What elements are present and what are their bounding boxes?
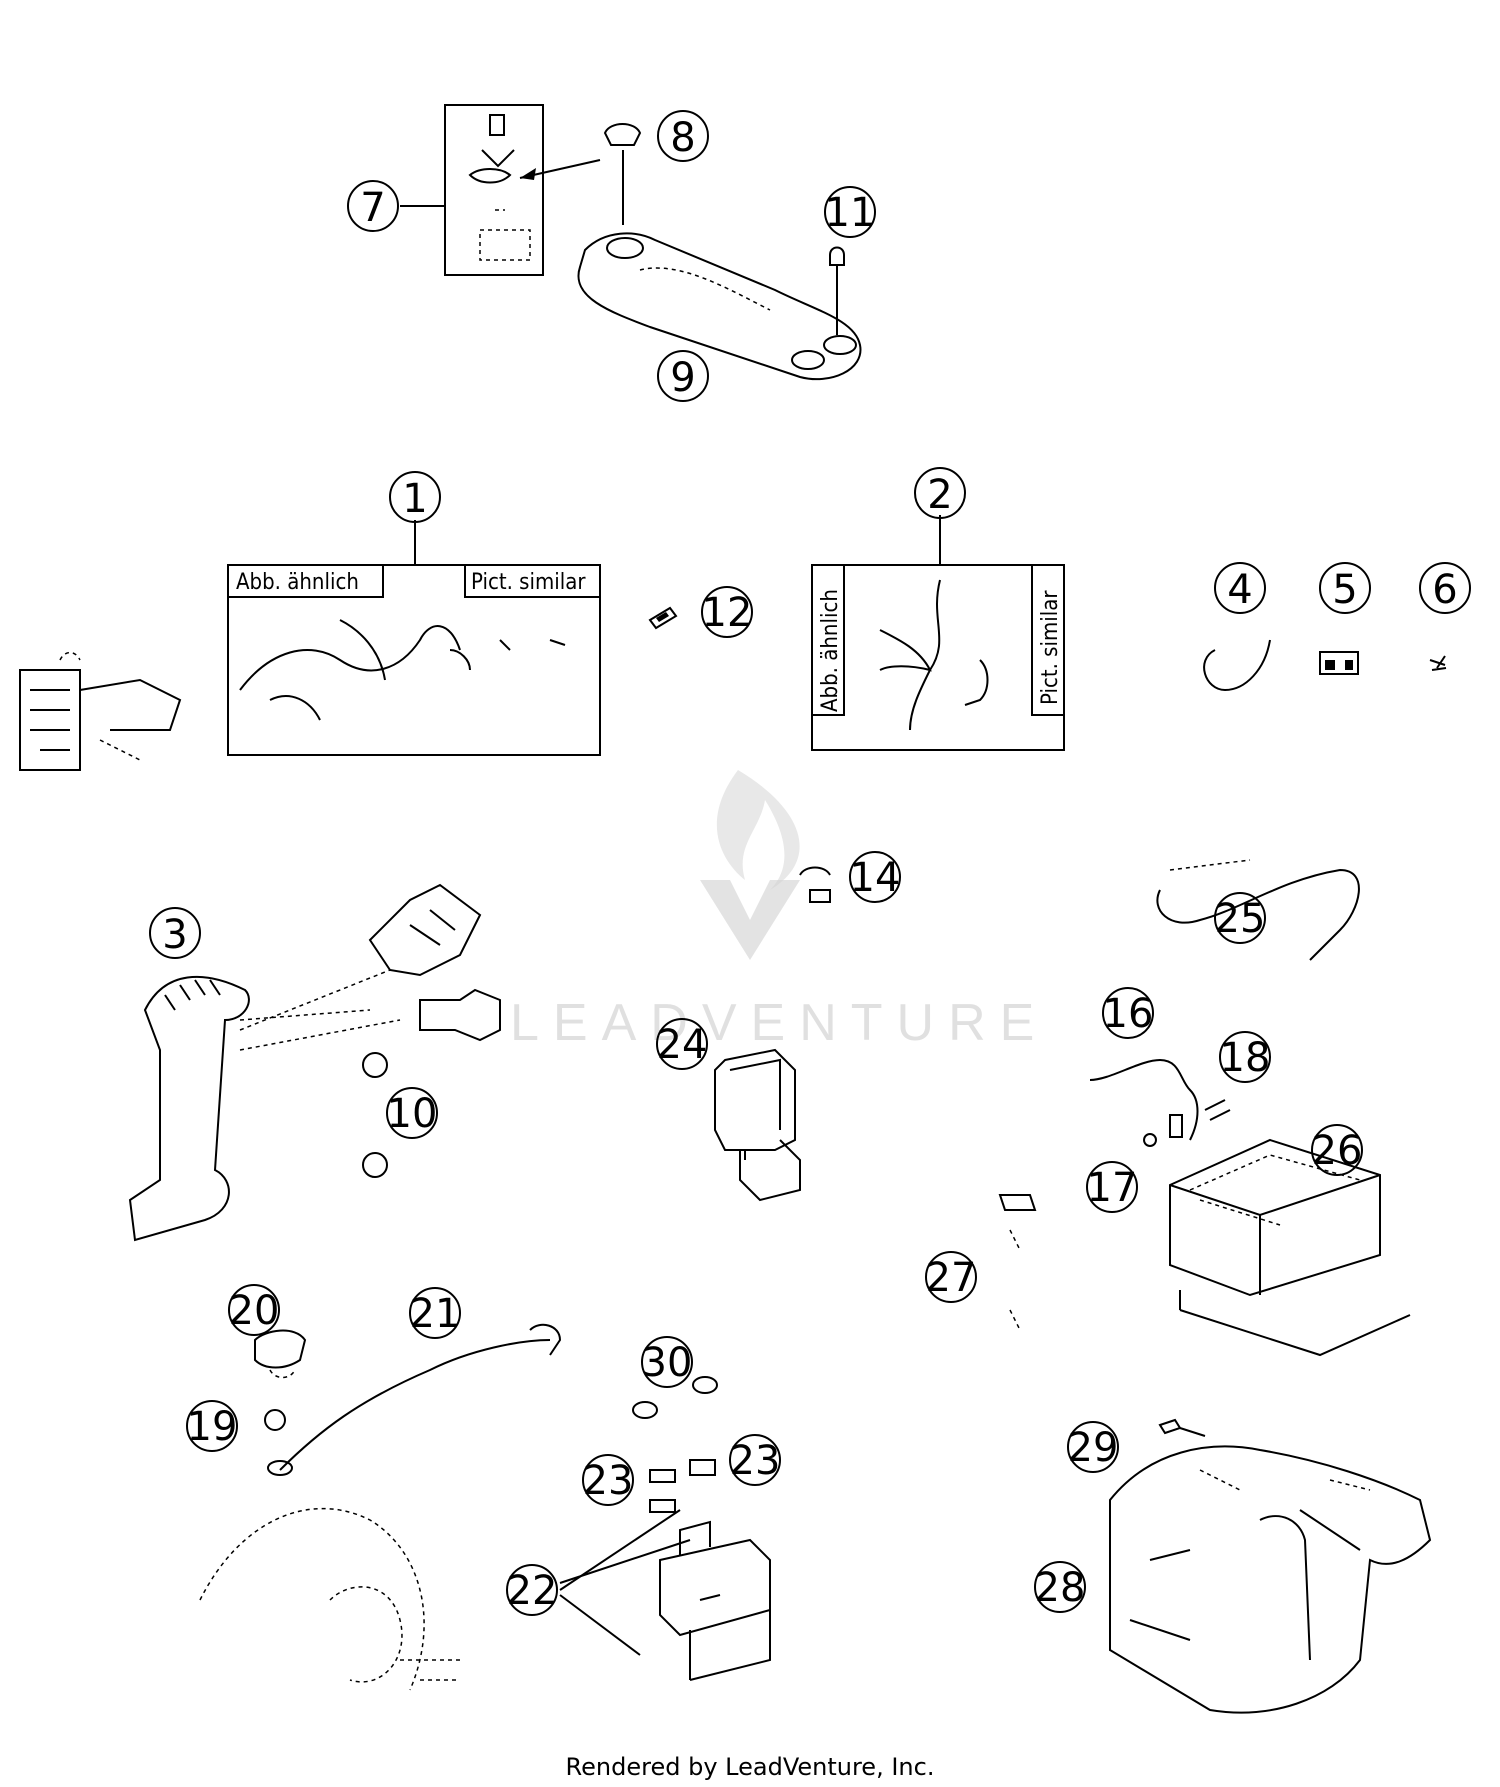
part-29-bolt — [1158, 1418, 1206, 1437]
svg-text:12: 12 — [702, 590, 753, 636]
part-7-kit — [400, 104, 601, 276]
callout-24: 24 — [656, 1018, 708, 1070]
svg-text:30: 30 — [642, 1340, 693, 1386]
callout-23-right: 23 — [729, 1434, 781, 1486]
callout-10: 10 — [386, 1087, 438, 1139]
callout-14: 14 — [849, 851, 901, 903]
svg-text:9: 9 — [670, 355, 695, 401]
part-5-clip — [1319, 651, 1359, 675]
part-20-terminal-cover — [254, 1329, 307, 1379]
box1-left-label: Abb. ähnlich — [236, 570, 359, 595]
svg-text:11: 11 — [825, 190, 876, 236]
callout-17: 17 — [1086, 1161, 1138, 1213]
callout-19: 19 — [186, 1400, 238, 1452]
callout-1: 1 — [389, 471, 441, 523]
callout-11: 11 — [824, 186, 876, 238]
part-22-fuse-box — [559, 1509, 771, 1681]
callout-9: 9 — [657, 350, 709, 402]
watermark-text: LEADVENTURE — [510, 994, 1048, 1052]
part-14-fuse-clip — [799, 866, 831, 903]
svg-text:28: 28 — [1035, 1565, 1086, 1611]
svg-text:21: 21 — [410, 1291, 461, 1337]
part-27-battery-clip — [998, 1194, 1037, 1331]
box2-left-label: Abb. ähnlich — [818, 589, 843, 712]
part-18-fuse — [1204, 1099, 1231, 1121]
part-1-wiring-harness-box: Abb. ähnlich Pict. similar — [227, 520, 601, 756]
part-3-voltage-regulator — [128, 883, 501, 1242]
svg-text:23: 23 — [730, 1438, 781, 1484]
box2-right-label: Pict. similar — [1038, 590, 1063, 705]
callout-23-left: 23 — [582, 1454, 634, 1506]
svg-text:14: 14 — [850, 855, 901, 901]
svg-text:7: 7 — [360, 185, 385, 231]
render-credit: Rendered by LeadVenture, Inc. — [566, 1753, 935, 1781]
box1-right-label: Pict. similar — [471, 570, 586, 595]
callout-30: 30 — [641, 1336, 693, 1388]
part-bracket-left — [19, 651, 182, 771]
svg-text:3: 3 — [162, 912, 187, 958]
callout-3: 3 — [149, 907, 201, 959]
part-17-washer — [1143, 1133, 1157, 1147]
svg-text:6: 6 — [1432, 567, 1457, 613]
part-10-nuts — [362, 1052, 388, 1178]
part-28-battery-holder — [1109, 1445, 1432, 1714]
callout-markers: 1 2 3 4 5 6 7 8 9 10 11 12 14 16 17 18 1… — [149, 110, 1471, 1616]
svg-text:4: 4 — [1227, 567, 1252, 613]
svg-text:27: 27 — [926, 1255, 977, 1301]
part-25-cable — [1156, 859, 1360, 961]
callout-7: 7 — [347, 180, 399, 232]
part-4-cable-tie — [1203, 639, 1271, 692]
callout-4: 4 — [1214, 562, 1266, 614]
callout-21: 21 — [409, 1287, 461, 1339]
svg-text:24: 24 — [657, 1022, 708, 1068]
callout-26: 26 — [1311, 1124, 1363, 1176]
part-8-9-11-triple-clamp — [577, 123, 862, 381]
callout-29: 29 — [1067, 1421, 1119, 1473]
callout-22: 22 — [506, 1564, 558, 1616]
svg-text:16: 16 — [1103, 991, 1154, 1037]
part-starter-motor — [199, 1507, 460, 1691]
part-23-fuses — [649, 1459, 716, 1513]
callout-5: 5 — [1319, 562, 1371, 614]
part-21-starter-cable — [267, 1323, 562, 1476]
callout-20: 20 — [228, 1284, 280, 1336]
part-16-sensor-cable — [1089, 1058, 1199, 1141]
callout-16: 16 — [1102, 987, 1154, 1039]
part-19-nut — [264, 1409, 286, 1431]
callout-27: 27 — [925, 1251, 977, 1303]
svg-text:17: 17 — [1087, 1165, 1138, 1211]
svg-text:25: 25 — [1215, 896, 1266, 942]
svg-text:19: 19 — [187, 1404, 238, 1450]
svg-text:10: 10 — [387, 1091, 438, 1137]
svg-text:22: 22 — [507, 1568, 558, 1614]
svg-text:23: 23 — [583, 1458, 634, 1504]
callout-25: 25 — [1214, 892, 1266, 944]
callout-8: 8 — [657, 110, 709, 162]
leadventure-watermark: LEADVENTURE — [510, 770, 1048, 1052]
svg-text:5: 5 — [1332, 567, 1357, 613]
callout-28: 28 — [1034, 1561, 1086, 1613]
callout-18: 18 — [1219, 1031, 1271, 1083]
part-24-relay — [714, 1048, 801, 1202]
svg-text:20: 20 — [229, 1288, 280, 1334]
svg-text:1: 1 — [402, 476, 427, 522]
callout-6: 6 — [1419, 562, 1471, 614]
svg-text:2: 2 — [927, 472, 952, 518]
svg-text:18: 18 — [1220, 1035, 1271, 1081]
svg-text:8: 8 — [670, 115, 695, 161]
svg-text:29: 29 — [1068, 1425, 1119, 1471]
part-26-battery — [1169, 1138, 1411, 1357]
callout-12: 12 — [701, 586, 753, 638]
part-12-connector — [648, 606, 678, 630]
part-2-wiring-harness-box: Abb. ähnlich Pict. similar — [811, 515, 1065, 751]
part-30-grommets — [632, 1376, 718, 1419]
callout-2: 2 — [914, 467, 966, 519]
part-6-small-clip — [1429, 655, 1447, 671]
svg-text:26: 26 — [1312, 1128, 1363, 1174]
